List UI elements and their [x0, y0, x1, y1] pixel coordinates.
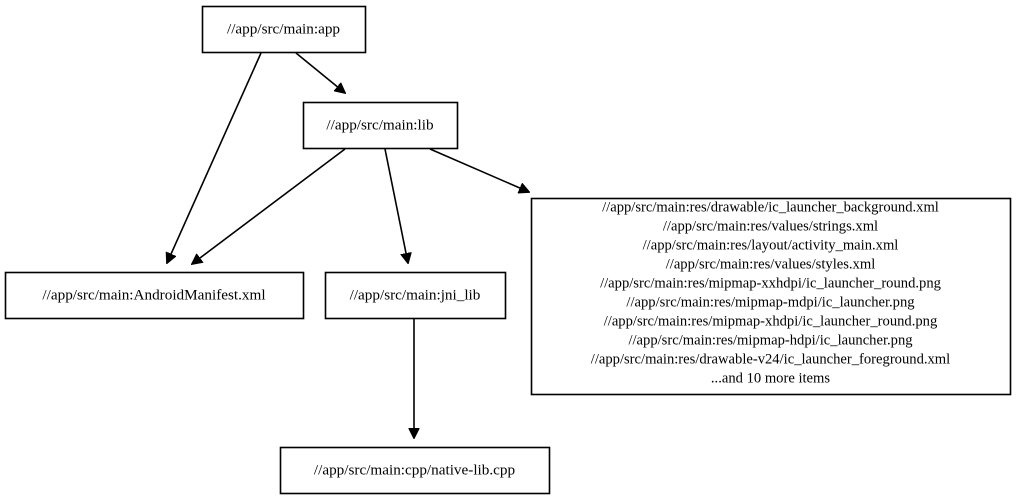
resource-line: //app/src/main:res/drawable/ic_launcher_…: [602, 200, 939, 216]
node-label-jni_lib: //app/src/main:jni_lib: [350, 286, 481, 303]
graph-edge-app-to-manifest: [167, 52, 262, 263]
node-box-manifest: [4, 271, 305, 320]
graph-edge-lib-to-resources: [429, 148, 529, 192]
resource-line: //app/src/main:res/values/strings.xml: [663, 219, 878, 235]
node-box-lib: [302, 101, 459, 150]
resource-line: //app/src/main:res/drawable-v24/ic_launc…: [591, 352, 950, 368]
resource-line: //app/src/main:res/values/styles.xml: [666, 257, 876, 273]
node-box-jni_lib: [324, 271, 507, 320]
resource-line: //app/src/main:res/mipmap-hdpi/ic_launch…: [628, 333, 913, 349]
resource-line: //app/src/main:res/layout/activity_main.…: [643, 238, 899, 254]
graph-node-resources[interactable]: //app/src/main:res/drawable/ic_launcher_…: [530, 197, 1012, 396]
node-label-native_lib: //app/src/main:cpp/native-lib.cpp: [314, 461, 515, 478]
graph-edge-lib-to-manifest: [192, 148, 346, 264]
edges-layer: [167, 52, 529, 438]
graph-node-jni_lib[interactable]: //app/src/main:jni_lib: [324, 271, 507, 320]
graph-node-lib[interactable]: //app/src/main:lib: [302, 101, 459, 150]
graph-edge-lib-to-jni_lib: [384, 148, 408, 263]
node-label-lib: //app/src/main:lib: [326, 116, 434, 133]
node-box-native_lib: [279, 446, 551, 495]
graph-node-manifest[interactable]: //app/src/main:AndroidManifest.xml: [4, 271, 305, 320]
node-label-resources: //app/src/main:res/drawable/ic_launcher_…: [591, 200, 950, 387]
resource-line: ...and 10 more items: [711, 371, 830, 387]
node-label-app: //app/src/main:app: [227, 20, 340, 37]
node-label-manifest: //app/src/main:AndroidManifest.xml: [42, 286, 265, 303]
node-box-app: [201, 5, 367, 54]
graph-node-native_lib[interactable]: //app/src/main:cpp/native-lib.cpp: [279, 446, 551, 495]
graph-edge-app-to-lib: [295, 52, 345, 93]
node-box-resources: [530, 197, 1012, 396]
resource-line: //app/src/main:res/mipmap-xhdpi/ic_launc…: [604, 314, 938, 330]
graph-node-app[interactable]: //app/src/main:app: [201, 5, 367, 54]
resource-line: //app/src/main:res/mipmap-mdpi/ic_launch…: [626, 295, 915, 311]
nodes-layer: //app/src/main:app //app/src/main:lib //ap…: [4, 5, 1012, 495]
resource-line: //app/src/main:res/mipmap-xxhdpi/ic_laun…: [600, 276, 942, 292]
